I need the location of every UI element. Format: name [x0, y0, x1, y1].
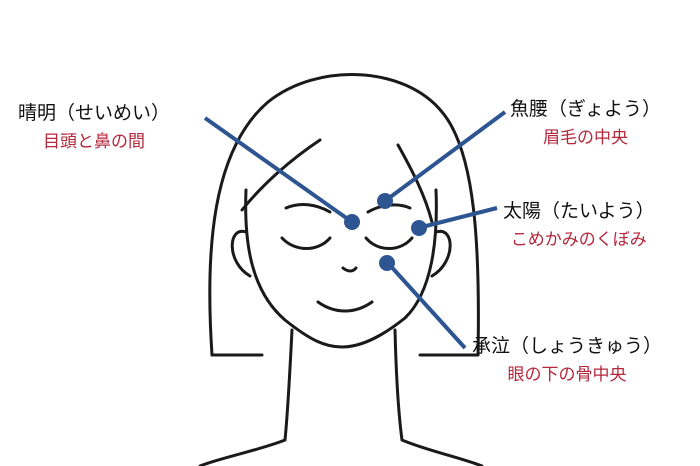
point-name: 晴明（せいめい） — [18, 102, 171, 124]
eyebrow-left — [284, 203, 332, 214]
eye-right — [364, 236, 414, 250]
ear-left — [230, 229, 252, 278]
mouth — [316, 300, 374, 313]
point-taiyou — [411, 220, 427, 236]
label-shoukyuu: 承泣（しょうきゅう） 眼の下の骨中央 — [472, 331, 662, 385]
eye-left — [280, 236, 332, 250]
point-gyoyou — [377, 193, 393, 209]
point-shoukyuu — [379, 255, 395, 271]
neck-right — [393, 328, 484, 466]
bangs-right — [396, 143, 434, 224]
point-desc: 目頭と鼻の間 — [43, 132, 145, 152]
label-seimei: 晴明（せいめい） 目頭と鼻の間 — [18, 98, 170, 152]
leader-line-seimei — [203, 116, 354, 224]
ear-right — [430, 229, 452, 278]
hair-outline — [208, 73, 480, 357]
point-seimei — [344, 214, 360, 230]
nose — [341, 266, 358, 273]
face-outline — [244, 188, 438, 349]
point-name: 魚腰（ぎょよう） — [510, 98, 662, 120]
point-desc: 眼の下の骨中央 — [507, 365, 627, 385]
label-gyoyou: 魚腰（ぎょよう） 眉毛の中央 — [510, 94, 661, 148]
leader-line-shoukyuu — [385, 260, 467, 350]
point-desc: 眉毛の中央 — [543, 128, 629, 148]
leader-line-taiyou — [417, 206, 498, 230]
neck-left — [198, 328, 294, 466]
point-name: 太陽（たいよう） — [503, 200, 655, 222]
bangs-left — [240, 138, 322, 212]
point-desc: こめかみのくぼみ — [510, 230, 647, 250]
leader-line-gyoyou — [383, 110, 507, 203]
point-name: 承泣（しょうきゅう） — [472, 335, 663, 357]
label-taiyou: 太陽（たいよう） こめかみのくぼみ — [503, 196, 655, 250]
